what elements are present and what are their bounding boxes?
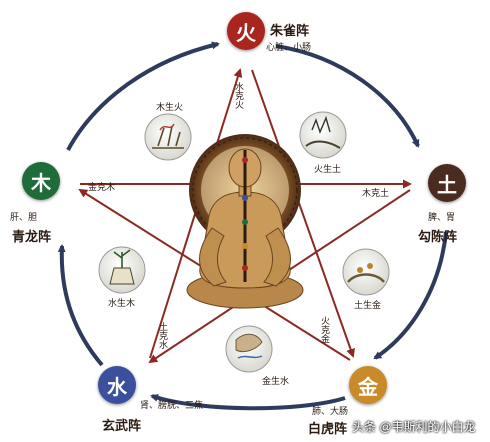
thumbnail-fire-earth <box>299 111 347 159</box>
label-earth-controls-water: 土克水 <box>157 322 167 349</box>
wood-element-icon: 木 <box>22 162 60 200</box>
earth-formation-name: 勾陈阵 <box>418 230 458 245</box>
ctrl-fire-metal <box>251 69 355 358</box>
label-water-generates-wood: 水生木 <box>108 299 136 309</box>
fire-element-icon: 火 <box>227 12 265 50</box>
label-metal-generates-water: 金生水 <box>262 377 290 387</box>
thumbnail-earth-metal <box>342 248 390 296</box>
watermark: 头条 @韦斯利的小白龙 <box>352 420 476 434</box>
label-water-controls-fire: 水克火 <box>233 82 243 109</box>
metal-organs: 肺、大肠 <box>312 407 349 417</box>
earth-organs: 脾、胃 <box>428 213 456 223</box>
arc-wood-to-fire <box>66 41 220 151</box>
water-formation-name: 玄武阵 <box>102 419 142 434</box>
arc-fire-to-earth <box>275 44 420 148</box>
label-wood-controls-earth: 木克土 <box>362 189 390 199</box>
generating-cycle <box>57 41 448 411</box>
thumbnail-water-wood <box>98 246 146 294</box>
wood-organs: 肝、胆 <box>10 213 38 223</box>
fire-formation-name: 朱雀阵 <box>270 24 310 39</box>
metal-formation-name: 白虎阵 <box>308 422 348 437</box>
label-fire-generates-earth: 火生土 <box>314 165 342 175</box>
label-fire-controls-metal: 火克金 <box>319 316 329 343</box>
fire-organs: 心脏、小肠 <box>266 43 312 53</box>
water-element-icon: 水 <box>98 366 136 404</box>
thumbnail-metal-water <box>225 325 273 373</box>
arc-metal-to-water <box>150 394 346 411</box>
label-metal-controls-wood: 金克木 <box>88 183 116 193</box>
meditating-figure <box>186 148 304 309</box>
metal-element-icon: 金 <box>349 366 387 404</box>
arc-water-to-wood <box>57 244 104 367</box>
label-wood-generates-fire: 木生火 <box>156 103 184 113</box>
water-organs: 肾、膀胱、三焦 <box>140 401 204 411</box>
arc-earth-to-metal <box>373 231 448 360</box>
label-earth-generates-metal: 土生金 <box>354 301 382 311</box>
earth-element-icon: 土 <box>428 164 466 202</box>
wood-formation-name: 青龙阵 <box>12 230 52 245</box>
thumbnail-wood-fire <box>144 113 192 161</box>
